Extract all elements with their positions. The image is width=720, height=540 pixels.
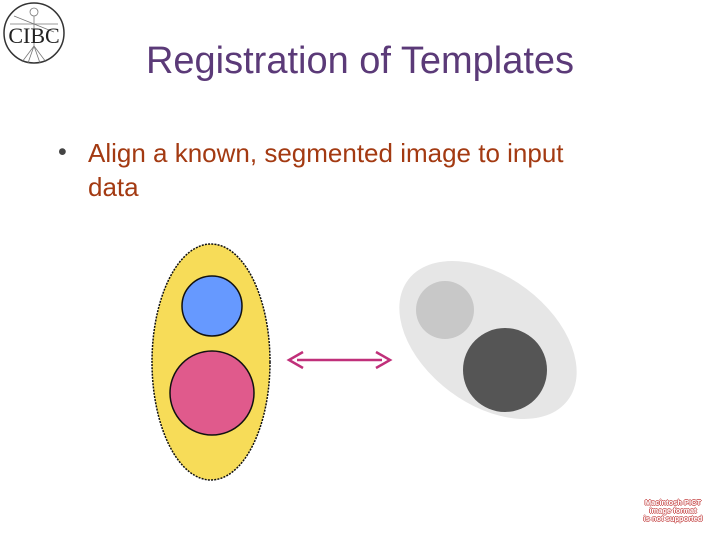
bullet-item: • Align a known, segmented image to inpu… (58, 136, 678, 204)
slide-title: Registration of Templates (145, 40, 575, 82)
template-bottom-circle (169, 350, 255, 436)
double-arrow (286, 350, 393, 370)
logo-text: CIBC (8, 23, 59, 48)
bullet-marker: • (58, 138, 67, 166)
input-large-circle (463, 328, 547, 412)
bullet-list: • Align a known, segmented image to inpu… (58, 136, 678, 204)
bullet-text: Align a known, segmented image to input … (88, 138, 564, 202)
pict-unsupported-notice: Macintosh PICT image format is not suppo… (630, 499, 716, 523)
input-image (399, 261, 577, 419)
template-top-circle (181, 275, 243, 337)
vitruvian-logo-icon: CIBC (3, 2, 65, 64)
input-small-circle (416, 281, 474, 339)
pict-notice-line: is not supported (643, 514, 703, 523)
pict-notice-line: image format (649, 506, 697, 515)
cibc-logo: CIBC (0, 0, 68, 68)
template-image (151, 243, 271, 481)
pict-notice-line: Macintosh PICT (644, 498, 702, 507)
